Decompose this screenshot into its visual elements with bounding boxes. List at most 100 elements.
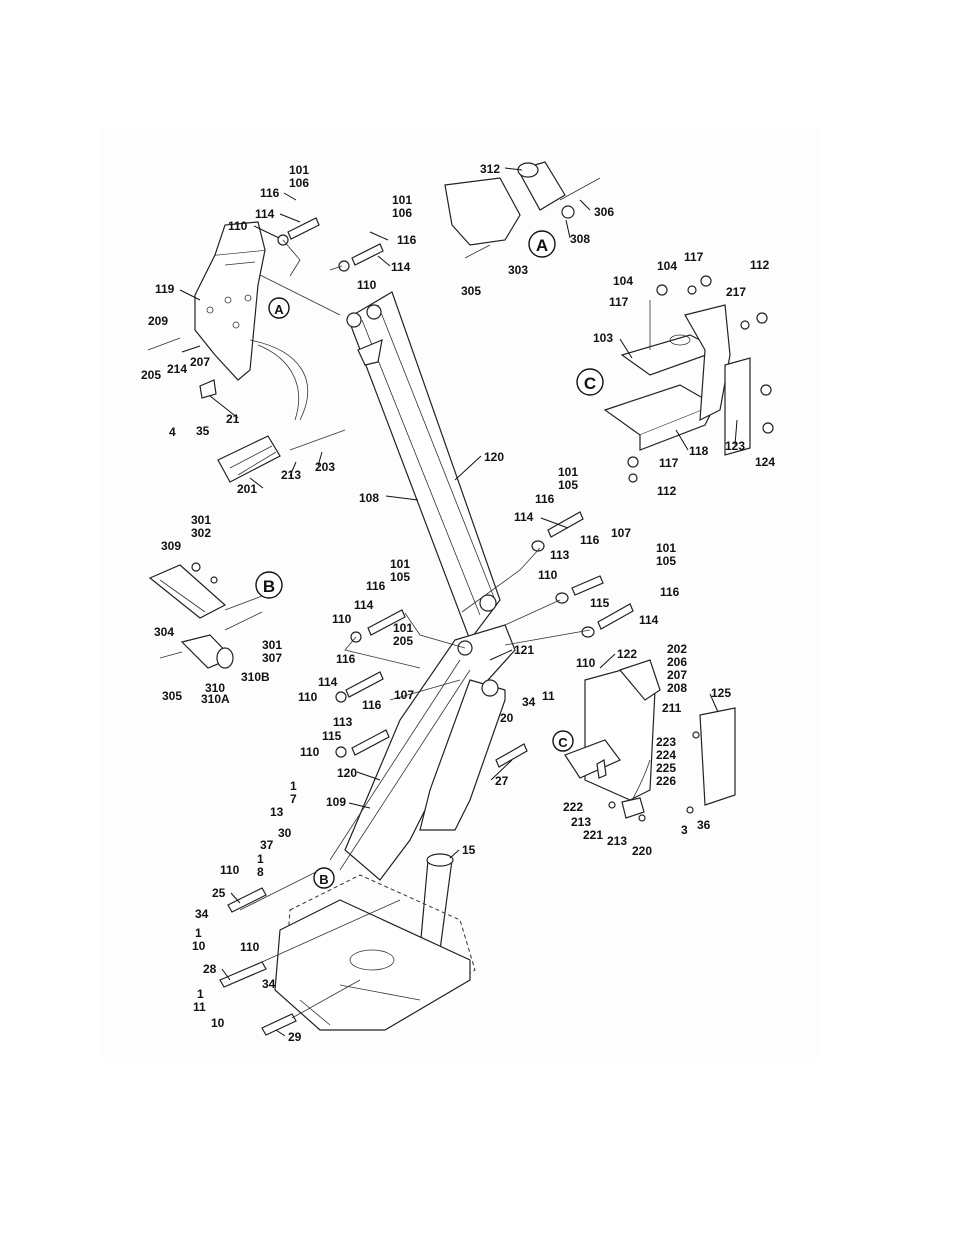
part-label: 30	[278, 826, 292, 840]
callout-a-detail: A	[528, 230, 556, 258]
part-label: 7	[290, 792, 297, 806]
part-label: 1	[290, 779, 297, 793]
part-label: 202	[667, 642, 687, 656]
svg-text:A: A	[274, 302, 284, 317]
part-labels: 101 106 116 114 110 101 106 116 114 110 …	[141, 162, 775, 1044]
part-label: 305	[461, 284, 481, 298]
part-label: 114	[391, 260, 411, 274]
part-label: 15	[462, 843, 476, 857]
part-label: 207	[190, 355, 210, 369]
part-label: 304	[154, 625, 174, 639]
part-label: 207	[667, 668, 687, 682]
part-label: 310B	[241, 670, 270, 684]
part-label: 107	[394, 688, 414, 702]
part-label: 309	[161, 539, 181, 553]
part-label: 114	[639, 613, 659, 627]
part-label: 112	[750, 258, 770, 272]
leader-lines	[179, 167, 738, 1037]
part-label: 115	[590, 596, 610, 610]
part-label: 118	[689, 444, 709, 458]
part-label: 3	[681, 823, 688, 837]
part-label: 113	[550, 548, 570, 562]
part-label: 116	[336, 652, 356, 666]
part-label: 201	[237, 482, 257, 496]
part-label: 1	[257, 852, 264, 866]
part-label: 114	[514, 510, 534, 524]
svg-text:A: A	[536, 236, 548, 255]
svg-text:C: C	[558, 735, 568, 750]
part-label: 116	[366, 579, 386, 593]
part-label: 110	[228, 219, 248, 233]
boom-assembly-art	[219, 217, 634, 1036]
part-label: 225	[656, 761, 676, 775]
part-label: 205	[141, 368, 161, 382]
part-label: 214	[167, 362, 187, 376]
part-label: 108	[359, 491, 379, 505]
part-label: 21	[226, 412, 240, 426]
part-label: 101	[289, 163, 309, 177]
callout-c-detail: C	[576, 368, 604, 396]
part-label: 308	[570, 232, 590, 246]
part-label: 110	[357, 278, 377, 292]
part-label: 121	[514, 643, 534, 657]
part-label: 107	[611, 526, 631, 540]
part-label: 208	[667, 681, 687, 695]
part-label: 213	[607, 834, 627, 848]
part-label: 222	[563, 800, 583, 814]
part-label: 11	[542, 689, 555, 703]
part-label: 310	[205, 681, 225, 695]
detail-a-assembly-art	[147, 161, 601, 483]
part-label: 119	[155, 282, 175, 296]
part-label: 223	[656, 735, 676, 749]
part-label: 11	[193, 1000, 206, 1014]
part-label: 106	[392, 206, 412, 220]
callout-a-main: A	[268, 297, 290, 319]
part-label: 217	[726, 285, 746, 299]
part-label: 205	[393, 634, 413, 648]
part-label: 307	[262, 651, 282, 665]
part-label: 34	[195, 907, 209, 921]
part-label: 112	[657, 484, 677, 498]
part-label: 101	[392, 193, 412, 207]
part-label: 213	[571, 815, 591, 829]
part-label: 209	[148, 314, 168, 328]
part-label: 110	[220, 863, 240, 877]
part-label: 4	[169, 425, 176, 439]
part-label: 104	[657, 259, 677, 273]
part-label: 37	[260, 838, 274, 852]
part-label: 25	[212, 886, 226, 900]
part-label: 20	[500, 711, 514, 725]
part-label: 114	[318, 675, 338, 689]
part-label: 224	[656, 748, 676, 762]
part-label: 116	[397, 233, 417, 247]
part-label: 101	[393, 621, 413, 635]
part-label: 101	[558, 465, 578, 479]
part-label: 302	[191, 526, 211, 540]
part-label: 114	[354, 598, 374, 612]
part-label: 27	[495, 774, 509, 788]
part-label: 110	[300, 745, 320, 759]
part-label: 114	[255, 207, 275, 221]
part-label: 110	[298, 690, 318, 704]
part-label: 34	[262, 977, 276, 991]
part-label: 124	[755, 455, 775, 469]
part-label: 103	[593, 331, 613, 345]
part-label: 226	[656, 774, 676, 788]
part-label: 117	[659, 456, 679, 470]
part-label: 116	[535, 492, 555, 506]
part-label: 120	[484, 450, 504, 464]
callout-c-main: C	[552, 730, 574, 752]
part-label: 310A	[201, 692, 230, 706]
part-label: 125	[711, 686, 731, 700]
part-label: 115	[322, 729, 342, 743]
part-label: 110	[538, 568, 558, 582]
part-label: 13	[270, 805, 284, 819]
part-label: 8	[257, 865, 264, 879]
part-label: 306	[594, 205, 614, 219]
part-label: 303	[508, 263, 528, 277]
part-label: 104	[613, 274, 633, 288]
part-label: 28	[203, 962, 217, 976]
part-label: 110	[240, 940, 260, 954]
part-label: 10	[211, 1016, 225, 1030]
part-label: 101	[656, 541, 676, 555]
